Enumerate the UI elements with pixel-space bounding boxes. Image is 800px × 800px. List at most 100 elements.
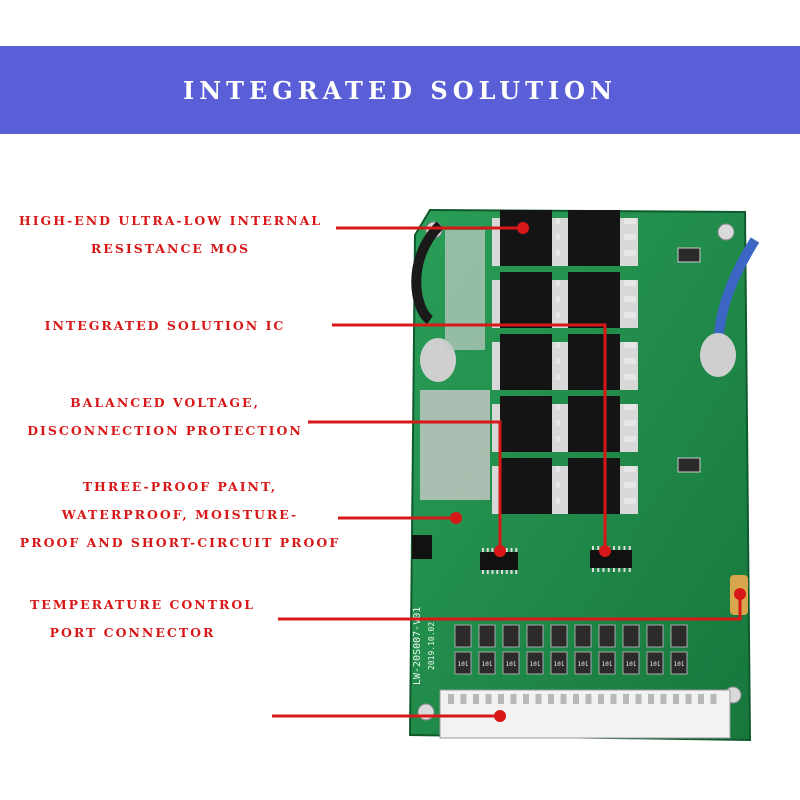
resistor xyxy=(646,624,664,648)
resistor xyxy=(550,624,568,648)
ic-pin xyxy=(505,548,508,552)
ic-pin xyxy=(486,548,489,552)
ic-pin xyxy=(607,546,610,550)
mos-pin xyxy=(624,250,636,256)
resistor xyxy=(622,651,640,675)
connector-pin xyxy=(610,694,617,704)
mos-pin xyxy=(624,280,636,286)
resistor-row xyxy=(454,624,688,648)
resistor-code: 101 xyxy=(530,661,541,668)
copper-area xyxy=(445,230,485,350)
ic-pin xyxy=(491,548,494,552)
resistor xyxy=(454,624,472,648)
resistor-code: 101 xyxy=(578,661,589,668)
control-ic xyxy=(590,550,632,568)
connector-pin xyxy=(473,694,479,704)
mosfet xyxy=(568,458,620,514)
capacitor xyxy=(677,247,701,263)
resistor xyxy=(670,651,688,675)
resistor xyxy=(574,624,592,648)
mosfet xyxy=(500,334,552,390)
connector-pin xyxy=(648,694,654,704)
resistor xyxy=(646,651,664,675)
mosfet xyxy=(568,272,620,328)
connector-pin xyxy=(548,694,554,704)
label-mos: HIGH-END ULTRA-LOW INTERNAL RESISTANCE M… xyxy=(18,207,323,263)
resistor-code: 101 xyxy=(554,661,565,668)
connector-pin xyxy=(535,694,542,704)
ic-pin xyxy=(515,548,518,552)
ic-pin xyxy=(496,570,499,574)
copper-area xyxy=(420,390,490,500)
ic-pin xyxy=(515,570,518,574)
mos-pin xyxy=(624,404,636,410)
resistor xyxy=(670,624,688,648)
silkscreen-date: 2019.10.02 xyxy=(427,622,436,670)
mounting-hole xyxy=(417,703,435,721)
mos-pin xyxy=(624,482,636,488)
ic-pin xyxy=(623,546,626,550)
mosfet xyxy=(500,210,552,266)
temp-connector-pads xyxy=(730,575,748,615)
label-balanced: BALANCED VOLTAGE, DISCONNECTION PROTECTI… xyxy=(25,389,305,445)
resistor-code: 101 xyxy=(458,661,469,668)
ic-pin xyxy=(501,548,503,552)
label-temp-line-1: TEMPERATURE CONTROL xyxy=(30,597,256,612)
ic-pin xyxy=(602,546,605,550)
resistor-code: 101 xyxy=(650,661,661,668)
connector-pin xyxy=(573,694,579,704)
resistor xyxy=(502,624,520,648)
connector-pin xyxy=(698,694,704,704)
resistor-code: 101 xyxy=(506,661,517,668)
resistor xyxy=(550,651,568,675)
page-title: INTEGRATED SOLUTION xyxy=(182,75,618,105)
connector-pin xyxy=(560,694,567,704)
label-paint-line-2: WATERPROOF, MOISTURE- xyxy=(61,507,299,522)
label-ic-line-1: INTEGRATED SOLUTION IC xyxy=(44,318,286,333)
connector-pin xyxy=(660,694,667,704)
ic-pin xyxy=(491,570,494,574)
connector-pin xyxy=(685,694,692,704)
resistor xyxy=(622,624,640,648)
ic-pin xyxy=(618,568,621,572)
ic-pin xyxy=(613,568,615,572)
ic-pin xyxy=(486,570,489,574)
mosfet xyxy=(500,458,552,514)
capacitor xyxy=(677,457,701,473)
mos-pin xyxy=(624,436,636,442)
ic-pin xyxy=(597,568,600,572)
ic-pin xyxy=(501,570,503,574)
header-banner: INTEGRATED SOLUTION xyxy=(0,46,800,134)
mos-pin xyxy=(624,374,636,380)
ic-pin xyxy=(510,548,513,552)
connector-pin xyxy=(598,694,604,704)
ic-pin xyxy=(602,568,605,572)
resistor-code: 101 xyxy=(602,661,613,668)
resistor-code: 101 xyxy=(482,661,493,668)
transistor xyxy=(412,535,432,559)
connector-pin xyxy=(523,694,529,704)
ic-pin xyxy=(623,568,626,572)
mos-pin xyxy=(624,218,636,224)
solder-pad xyxy=(700,333,736,377)
ic-pin xyxy=(505,570,508,574)
label-paint-line-1: THREE-PROOF PAINT, xyxy=(82,479,278,494)
connector-pin xyxy=(673,694,679,704)
label-balanced-line-2: DISCONNECTION PROTECTION xyxy=(27,423,303,438)
ic-pin xyxy=(597,546,600,550)
resistor xyxy=(502,651,520,675)
resistor xyxy=(598,624,616,648)
ic-pin xyxy=(496,548,499,552)
ic-pin xyxy=(482,570,484,574)
ic-pin xyxy=(510,570,513,574)
ic-pin xyxy=(628,546,631,550)
mosfet xyxy=(568,334,620,390)
mos-pin xyxy=(624,296,636,302)
mosfet xyxy=(568,210,620,266)
ic-pin xyxy=(482,548,484,552)
label-temp: TEMPERATURE CONTROL PORT CONNECTOR xyxy=(30,591,256,647)
connector-pin xyxy=(498,694,504,704)
resistor-code: 101 xyxy=(626,661,637,668)
resistor xyxy=(478,651,496,675)
